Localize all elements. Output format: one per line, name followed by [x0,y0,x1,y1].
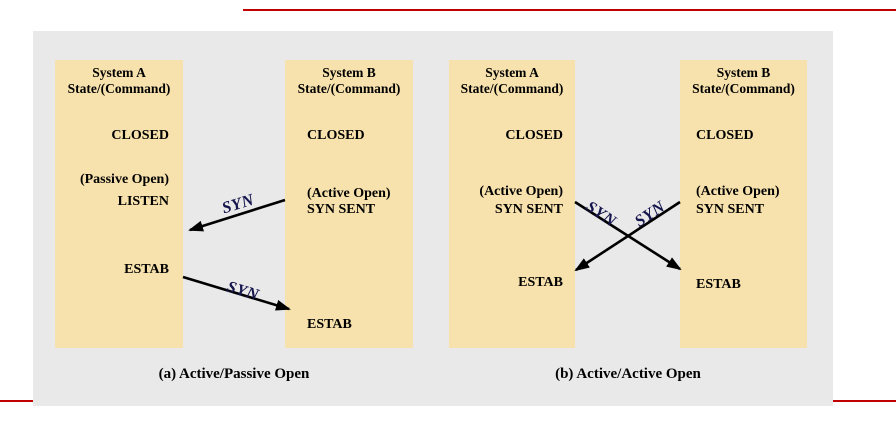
command-active-open: (Active Open) [307,186,391,201]
state-closed: CLOSED [696,128,754,143]
top-red-rule [243,9,896,11]
system-b-header: System B State/(Command) [285,65,413,97]
state-estab: ESTAB [307,317,352,332]
system-a-header: System A State/(Command) [55,65,183,97]
state-syn-sent: SYN SENT [696,202,765,217]
diagram-a-system-b-column: System B State/(Command) CLOSED (Active … [285,60,413,348]
diagram-b-system-a-column: System A State/(Command) CLOSED (Active … [449,60,575,348]
state-closed: CLOSED [307,128,365,143]
system-b-subtitle: State/(Command) [692,81,795,96]
system-b-title: System B [716,65,771,80]
state-closed: CLOSED [111,128,169,143]
diagram-b-system-b-column: System B State/(Command) CLOSED (Active … [680,60,807,348]
system-a-title: System A [92,65,146,80]
diagram-a-system-a-column: System A State/(Command) CLOSED (Passive… [55,60,183,348]
system-a-title: System A [485,65,539,80]
state-estab: ESTAB [518,275,563,290]
diagram-b-caption: (b) Active/Active Open [555,366,701,382]
state-syn-sent: SYN SENT [494,202,563,217]
system-a-subtitle: State/(Command) [460,81,564,96]
state-closed: CLOSED [505,128,563,143]
state-estab: ESTAB [124,262,169,277]
state-estab: ESTAB [696,277,741,292]
state-syn-sent: SYN SENT [307,202,376,217]
system-b-header: System B State/(Command) [680,65,807,97]
system-a-subtitle: State/(Command) [67,81,171,96]
system-a-header: System A State/(Command) [449,65,575,97]
system-b-subtitle: State/(Command) [297,81,401,96]
command-active-open: (Active Open) [696,184,780,199]
state-listen: LISTEN [117,194,169,209]
system-b-title: System B [322,65,376,80]
command-passive-open: (Passive Open) [79,172,169,187]
diagram-a-caption: (a) Active/Passive Open [158,366,310,382]
command-active-open: (Active Open) [479,184,563,199]
